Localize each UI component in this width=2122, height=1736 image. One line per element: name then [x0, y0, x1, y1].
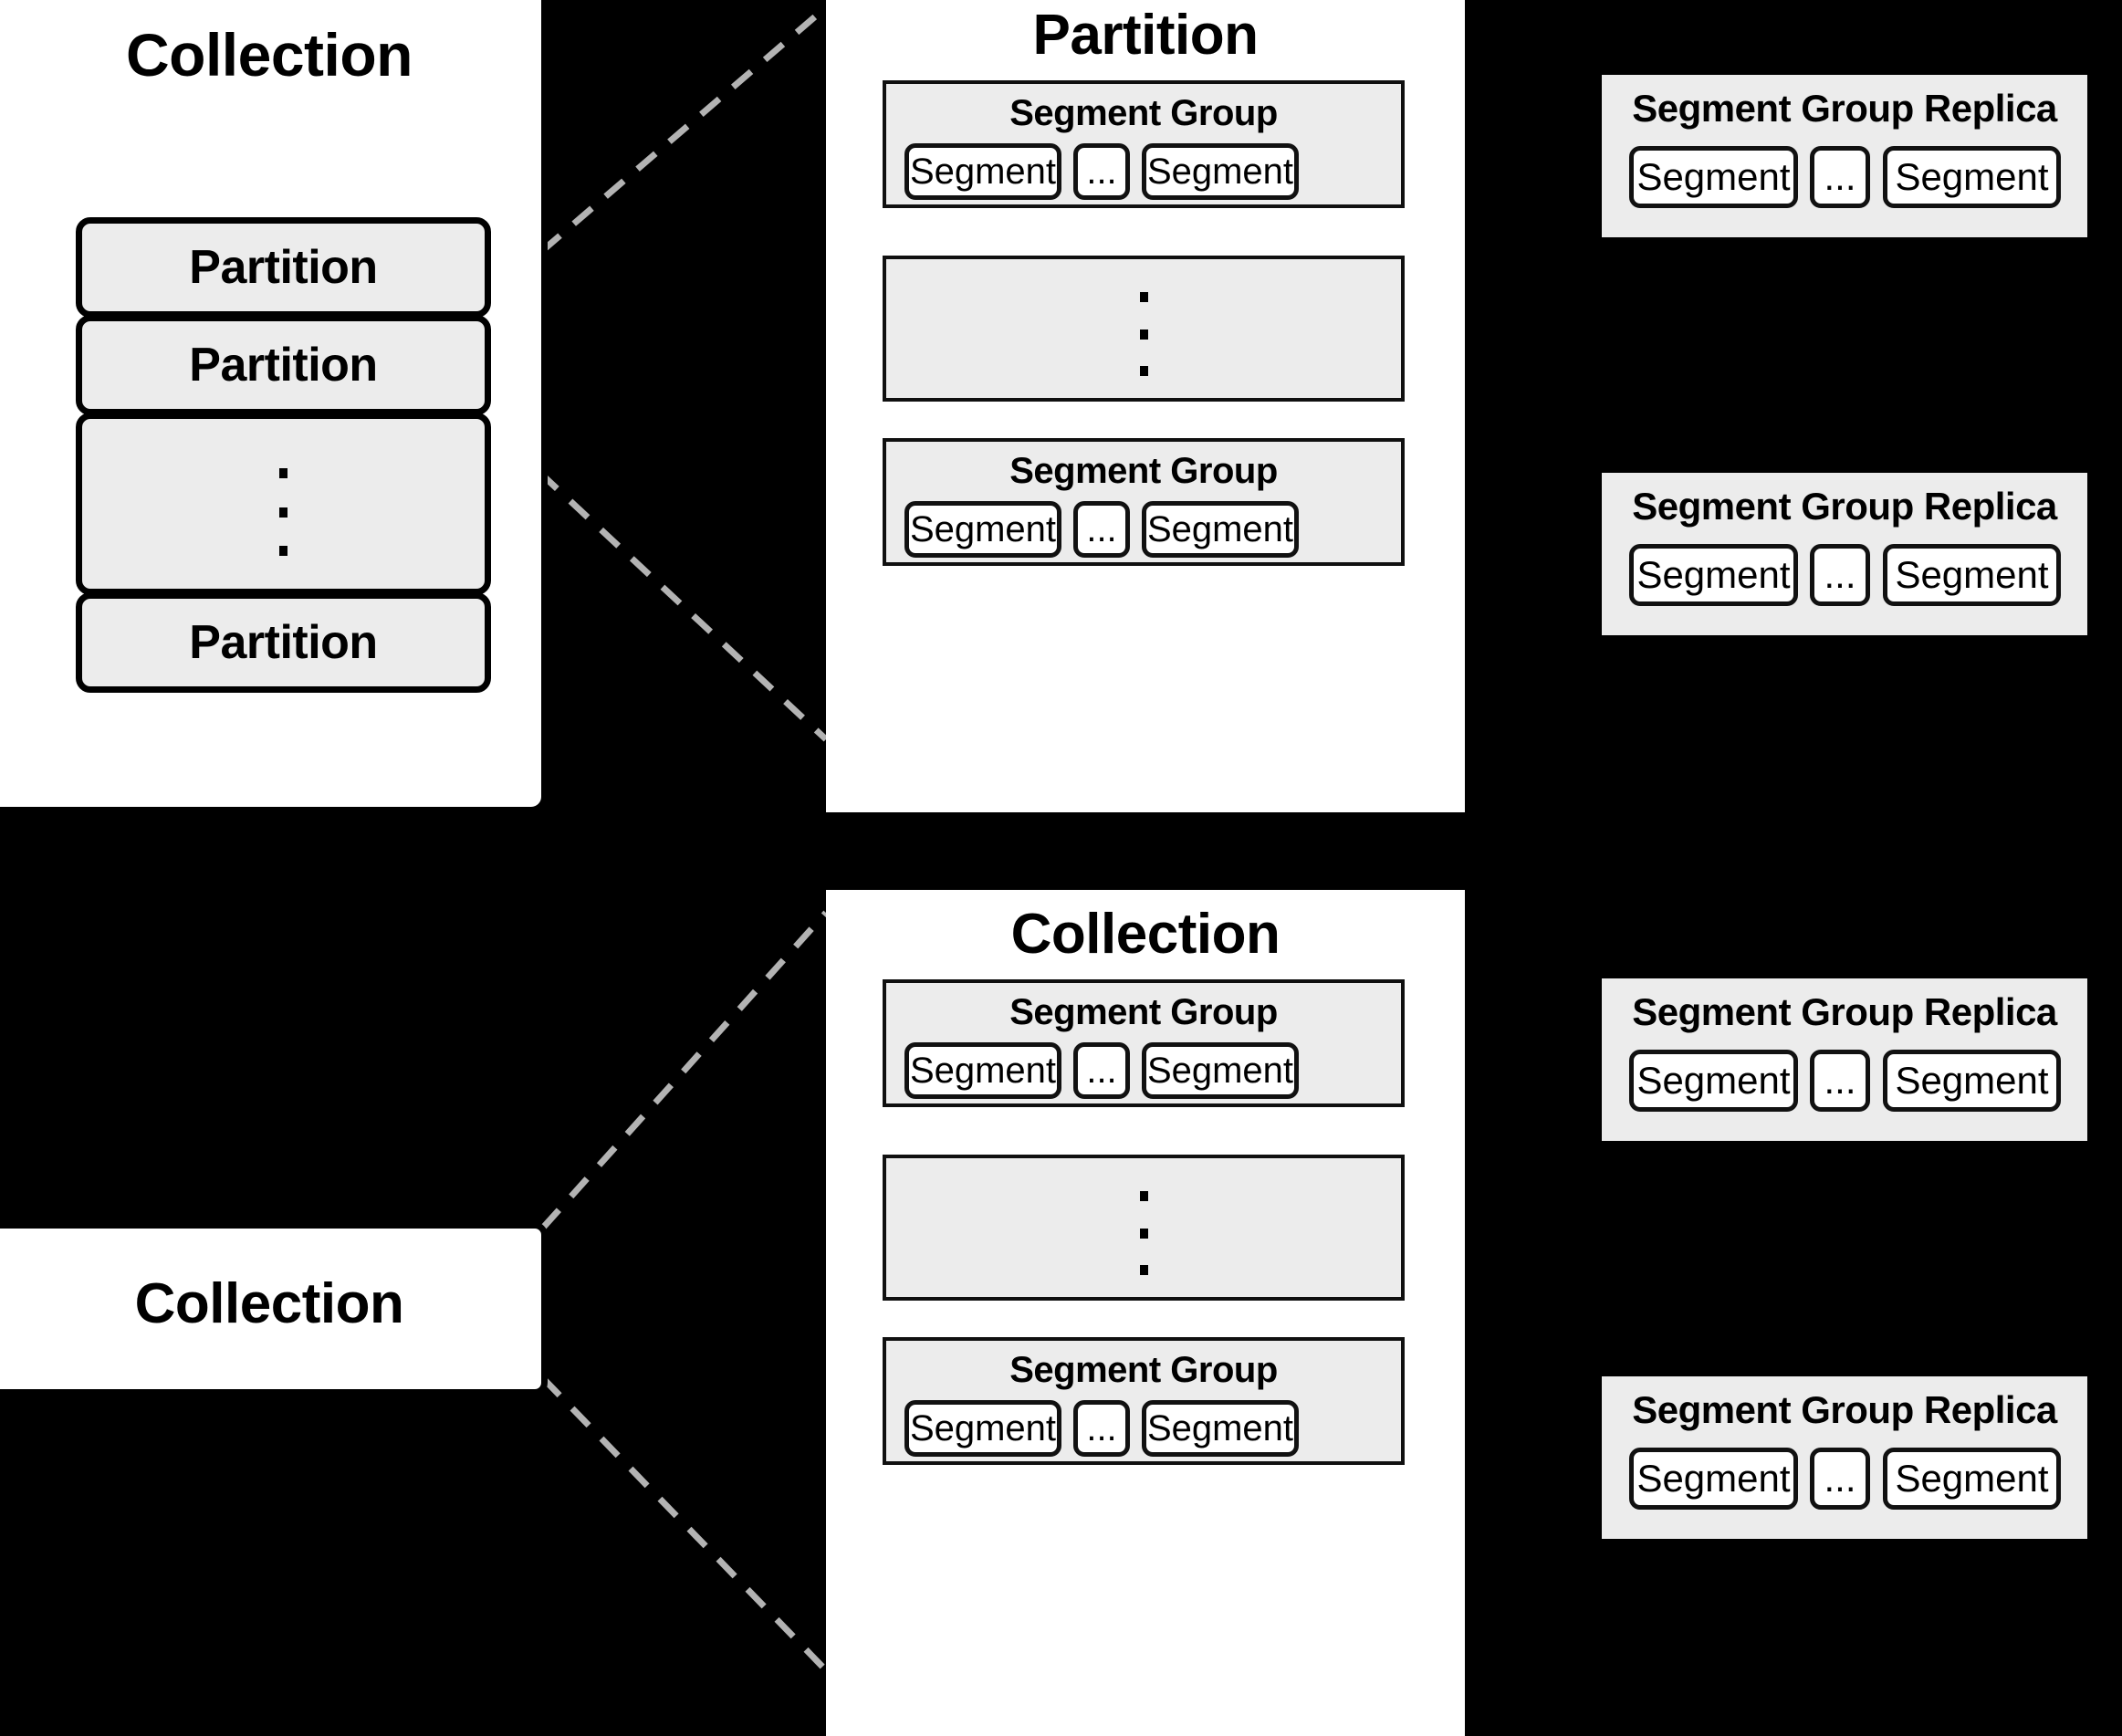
segment-group-title: Segment Group	[1009, 93, 1278, 133]
segment-chip-label: Segment	[1895, 155, 2049, 198]
segment-chip-ellipsis: ...	[1073, 143, 1130, 200]
segment-chip-ellipsis: ...	[1810, 544, 1870, 606]
segment-group-3: Segment Group Segment ... Segment	[883, 979, 1405, 1107]
partition-row-1[interactable]: Partition	[76, 217, 491, 318]
segment-chip-ellipsis: ...	[1073, 1400, 1130, 1457]
segment-group-replica-title: Segment Group Replica	[1632, 1388, 2057, 1431]
segment-chip-last[interactable]: Segment	[1883, 544, 2061, 606]
segment-ellipsis-label: ...	[1824, 155, 1856, 198]
partition-row-label: Partition	[189, 616, 378, 669]
partition-sheet-torn-edge	[826, 630, 1465, 794]
collection-container: Collection Partition Partition Partition	[0, 0, 548, 813]
collection-title: Collection	[125, 21, 413, 89]
segment-chip-first[interactable]: Segment	[904, 143, 1061, 200]
collection-sheet-title: Collection	[1010, 903, 1281, 966]
segment-group-title: Segment Group	[1009, 451, 1278, 491]
segment-chip-ellipsis: ...	[1810, 1050, 1870, 1112]
segment-chip-first[interactable]: Segment	[1629, 1050, 1798, 1112]
segment-chip-last[interactable]: Segment	[1883, 1448, 2061, 1510]
segment-chip-label: Segment	[1895, 553, 2049, 596]
partition-sheet: Partition Segment Group Segment ... Segm…	[826, 0, 1465, 812]
segment-chip-label: Segment	[909, 152, 1057, 192]
collection-sheet: Collection Segment Group Segment ... Seg…	[826, 890, 1465, 1736]
segment-chip-last[interactable]: Segment	[1142, 143, 1299, 200]
segment-group-title: Segment Group	[1009, 992, 1278, 1032]
segment-group-replica-1: Segment Group Replica Segment ... Segmen…	[1602, 75, 2087, 237]
segment-ellipsis-label: ...	[1086, 509, 1117, 549]
segment-chip-first[interactable]: Segment	[904, 1400, 1061, 1457]
segment-chip-label: Segment	[1895, 1457, 2049, 1500]
segment-chip-first[interactable]: Segment	[904, 501, 1061, 558]
segment-group-replica-2: Segment Group Replica Segment ... Segmen…	[1602, 473, 2087, 635]
segment-chip-label: Segment	[1146, 1408, 1294, 1448]
segment-chip-label: Segment	[1895, 1059, 2049, 1102]
segment-chip-first[interactable]: Segment	[1629, 544, 1798, 606]
segment-chip-last[interactable]: Segment	[1142, 1400, 1299, 1457]
segment-group-replica-title: Segment Group Replica	[1632, 87, 2057, 130]
segment-chip-label: Segment	[1146, 152, 1294, 192]
segment-chip-label: Segment	[909, 1051, 1057, 1091]
segment-group-replica-4: Segment Group Replica Segment ... Segmen…	[1602, 1376, 2087, 1539]
segment-chip-label: Segment	[1636, 1059, 1791, 1102]
partition-sheet-title: Partition	[1032, 4, 1259, 67]
segment-chip-label: Segment	[909, 509, 1057, 549]
segment-group-ellipsis-box	[883, 256, 1405, 402]
collection-simple-label: Collection	[134, 1272, 404, 1335]
vertical-ellipsis-icon	[886, 1191, 1401, 1275]
vertical-ellipsis-icon	[82, 468, 485, 556]
segment-chip-label: Segment	[1146, 509, 1294, 549]
partition-row-ellipsis	[76, 413, 491, 595]
segment-chip-first[interactable]: Segment	[904, 1042, 1061, 1099]
segment-chip-first[interactable]: Segment	[1629, 1448, 1798, 1510]
segment-ellipsis-label: ...	[1086, 1051, 1117, 1091]
vertical-ellipsis-icon	[886, 292, 1401, 376]
segment-group-1: Segment Group Segment ... Segment	[883, 80, 1405, 208]
segment-group-title: Segment Group	[1009, 1350, 1278, 1390]
segment-ellipsis-label: ...	[1086, 1408, 1117, 1448]
segment-ellipsis-label: ...	[1086, 152, 1117, 192]
connector-collection-top	[540, 910, 829, 1230]
segment-group-4: Segment Group Segment ... Segment	[883, 1337, 1405, 1465]
segment-chip-ellipsis: ...	[1073, 501, 1130, 558]
collection-simple-box[interactable]: Collection	[0, 1222, 548, 1396]
partition-row-label: Partition	[189, 339, 378, 392]
segment-chip-ellipsis: ...	[1073, 1042, 1130, 1099]
segment-chip-last[interactable]: Segment	[1142, 1042, 1299, 1099]
segment-ellipsis-label: ...	[1824, 1059, 1856, 1102]
segment-chip-ellipsis: ...	[1810, 146, 1870, 208]
segment-group-ellipsis-box	[883, 1155, 1405, 1301]
segment-ellipsis-label: ...	[1824, 1457, 1856, 1500]
segment-group-replica-title: Segment Group Replica	[1632, 485, 2057, 528]
segment-chip-label: Segment	[1146, 1051, 1294, 1091]
segment-chip-label: Segment	[909, 1408, 1057, 1448]
partition-row-3[interactable]: Partition	[76, 592, 491, 693]
segment-chip-label: Segment	[1636, 553, 1791, 596]
segment-group-replica-3: Segment Group Replica Segment ... Segmen…	[1602, 978, 2087, 1141]
segment-chip-ellipsis: ...	[1810, 1448, 1870, 1510]
segment-chip-last[interactable]: Segment	[1883, 1050, 2061, 1112]
segment-chip-label: Segment	[1636, 1457, 1791, 1500]
segment-ellipsis-label: ...	[1824, 553, 1856, 596]
segment-group-2: Segment Group Segment ... Segment	[883, 438, 1405, 566]
segment-group-replica-title: Segment Group Replica	[1632, 990, 2057, 1033]
segment-chip-last[interactable]: Segment	[1142, 501, 1299, 558]
partition-row-2[interactable]: Partition	[76, 315, 491, 415]
segment-chip-label: Segment	[1636, 155, 1791, 198]
segment-chip-last[interactable]: Segment	[1883, 146, 2061, 208]
partition-row-label: Partition	[189, 241, 378, 294]
collection-sheet-torn-edge	[826, 1529, 1465, 1693]
connector-collection-bottom	[540, 1375, 829, 1673]
segment-chip-first[interactable]: Segment	[1629, 146, 1798, 208]
